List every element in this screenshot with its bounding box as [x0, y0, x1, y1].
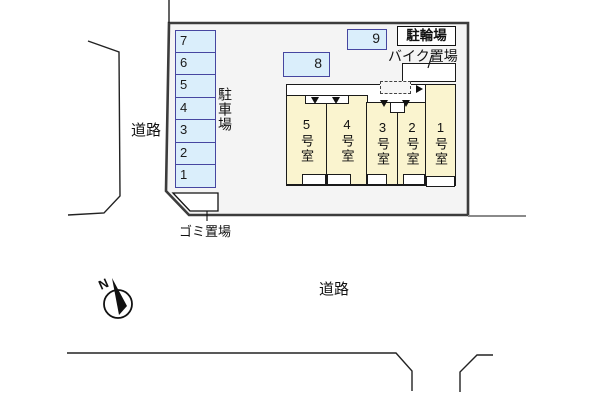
road-label-left: 道路 — [131, 122, 162, 139]
parking-space-1: 1 — [175, 164, 216, 188]
parking-space-4: 4 — [175, 97, 216, 121]
bike-storage-label: バイク置場 — [388, 48, 458, 64]
parking-space-6: 6 — [175, 52, 216, 76]
room-5-label: 5号室 — [299, 116, 314, 164]
room-2-window-notch — [403, 174, 425, 185]
room-4-label: 4号室 — [339, 116, 355, 164]
bike-storage-leader-line — [427, 54, 433, 69]
garbage-area-box — [171, 192, 219, 212]
room-5-window-notch — [302, 174, 326, 185]
road-label-bottom: 道路 — [319, 281, 350, 298]
bicycle-parking-sign: 駐輪場 — [397, 26, 456, 46]
parking-lot-label: 駐車場 — [217, 87, 233, 132]
door-marker-icon — [380, 100, 388, 107]
parking-space-3: 3 — [175, 119, 216, 143]
parking-space-2: 2 — [175, 142, 216, 166]
room-1-label: 1号室 — [433, 120, 448, 167]
entrance-arrow-icon — [416, 85, 423, 93]
compass-north-label: N — [96, 275, 111, 293]
dashed-area-outline — [380, 81, 411, 94]
room-2-label: 2号室 — [404, 120, 420, 167]
room-3-window-notch — [367, 174, 387, 185]
parking-space-9: 9 — [347, 29, 387, 50]
garbage-area-label: ゴミ置場 — [179, 224, 232, 239]
room-3-label: 3号室 — [375, 120, 390, 167]
room-1: 1号室 — [425, 84, 456, 185]
parking-space-7: 7 — [175, 30, 216, 54]
entry-notch-rooms-5-4 — [305, 95, 349, 104]
compass-needle-icon — [112, 278, 127, 315]
door-marker-icon — [332, 97, 340, 104]
door-marker-icon — [311, 97, 319, 104]
room-4-window-notch — [327, 174, 351, 185]
door-marker-icon — [402, 100, 410, 107]
room-3: 3号室 — [366, 102, 399, 185]
road-edge-left — [67, 40, 121, 216]
road-edge-bottom — [67, 352, 413, 391]
parking-space-5: 5 — [175, 74, 216, 98]
compass: N — [96, 275, 133, 319]
road-edge-bottom-right — [459, 354, 493, 392]
stair-notch-rooms-3-2 — [390, 102, 405, 113]
room-2: 2号室 — [397, 102, 427, 185]
room-1-window-notch — [426, 176, 455, 187]
room-4: 4号室 — [326, 95, 368, 185]
room-5: 5号室 — [286, 95, 327, 185]
parking-space-8: 8 — [283, 52, 330, 77]
